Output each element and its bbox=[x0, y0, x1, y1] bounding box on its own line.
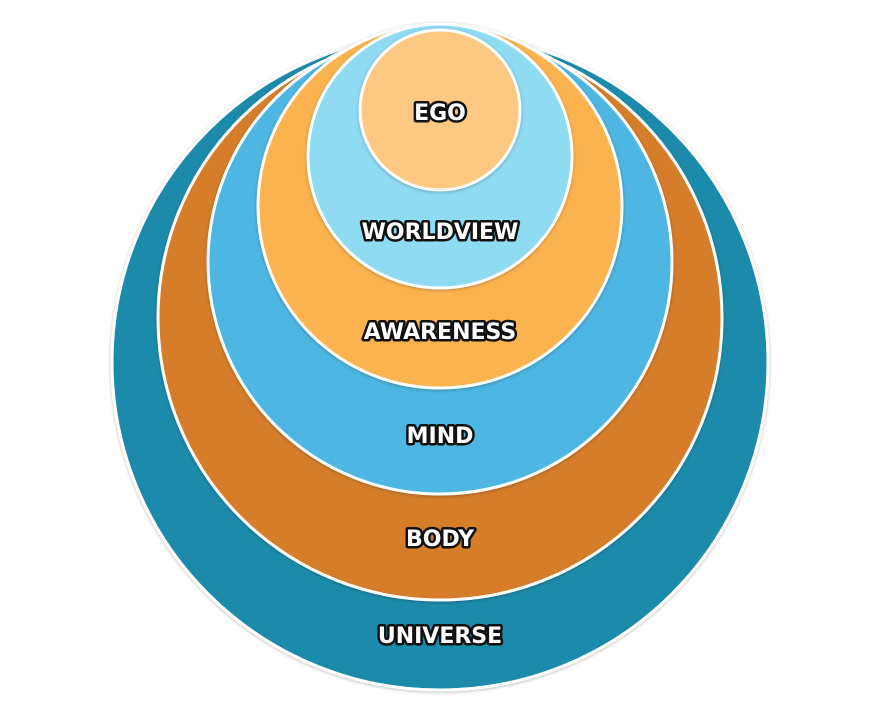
ring-group bbox=[110, 22, 770, 692]
label-universe: UNIVERSE bbox=[378, 624, 502, 649]
label-awareness: AWARENESS bbox=[364, 320, 516, 345]
label-mind: MIND bbox=[407, 424, 474, 449]
label-worldview: WORLDVIEW bbox=[362, 220, 519, 245]
label-body: BODY bbox=[406, 527, 475, 552]
label-ego: EGO bbox=[414, 101, 466, 126]
label-group: UNIVERSE BODY MIND AWARENESS WORLDVIEW EGO bbox=[359, 99, 521, 652]
ring-ego bbox=[358, 28, 522, 192]
